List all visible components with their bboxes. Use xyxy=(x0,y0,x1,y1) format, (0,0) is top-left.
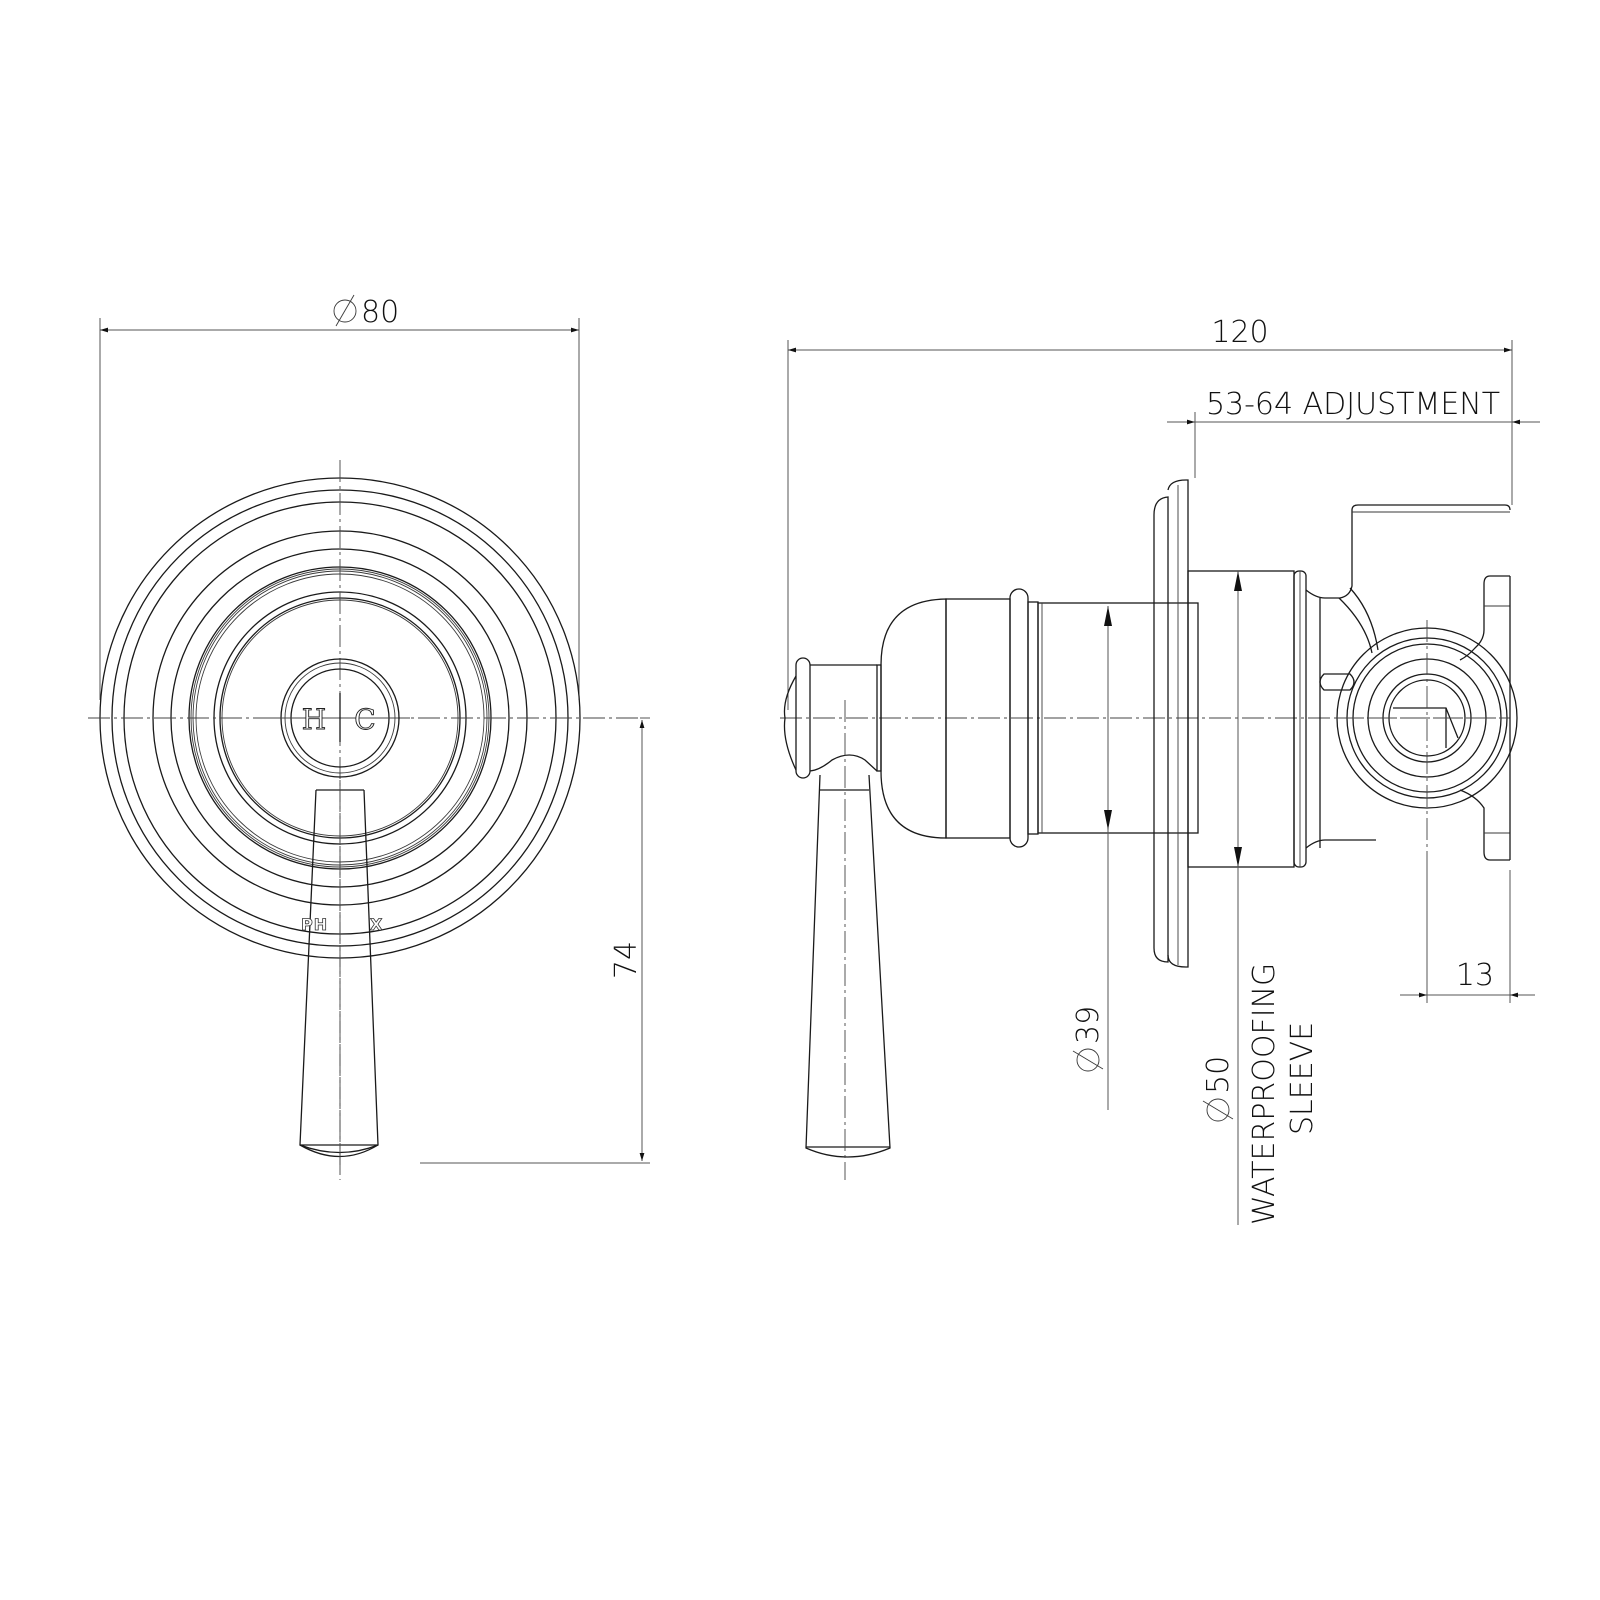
sleeve-label-line1: WATERPROOFING xyxy=(1247,963,1282,1225)
dimension-74-value: 74 xyxy=(609,941,644,979)
side-view: 120 53-64 ADJUSTMENT xyxy=(780,315,1540,1225)
side-lever-handle xyxy=(805,700,891,1180)
dimension-label-diameter-80: 80 xyxy=(333,294,399,330)
valve-body xyxy=(1305,504,1518,870)
cold-label: C xyxy=(354,703,375,736)
brand-mark-start: PH xyxy=(301,915,328,934)
dimension-120-value: 120 xyxy=(1211,315,1268,350)
front-view: 80 xyxy=(88,294,650,1180)
dome-bonnet xyxy=(880,588,1199,848)
dimension-label-diameter-50: 50 xyxy=(1201,1056,1236,1122)
lever-handle xyxy=(299,780,379,1165)
diameter-39-value: 39 xyxy=(1071,1006,1106,1044)
wall-flange xyxy=(1153,479,1189,968)
hot-cold-cap: H C xyxy=(270,658,410,778)
sleeve-label-line2: SLEEVE xyxy=(1285,1022,1320,1135)
dimension-label-diameter-39: 39 xyxy=(1071,1006,1106,1072)
diameter-80-value: 80 xyxy=(361,295,399,330)
brand-mark-end: X xyxy=(370,915,383,934)
diameter-50-value: 50 xyxy=(1201,1056,1236,1094)
adjustment-label: 53-64 ADJUSTMENT xyxy=(1206,387,1500,422)
hot-label: H xyxy=(302,703,326,736)
dimension-13-value: 13 xyxy=(1456,958,1494,993)
waterproofing-sleeve xyxy=(1187,570,1307,868)
